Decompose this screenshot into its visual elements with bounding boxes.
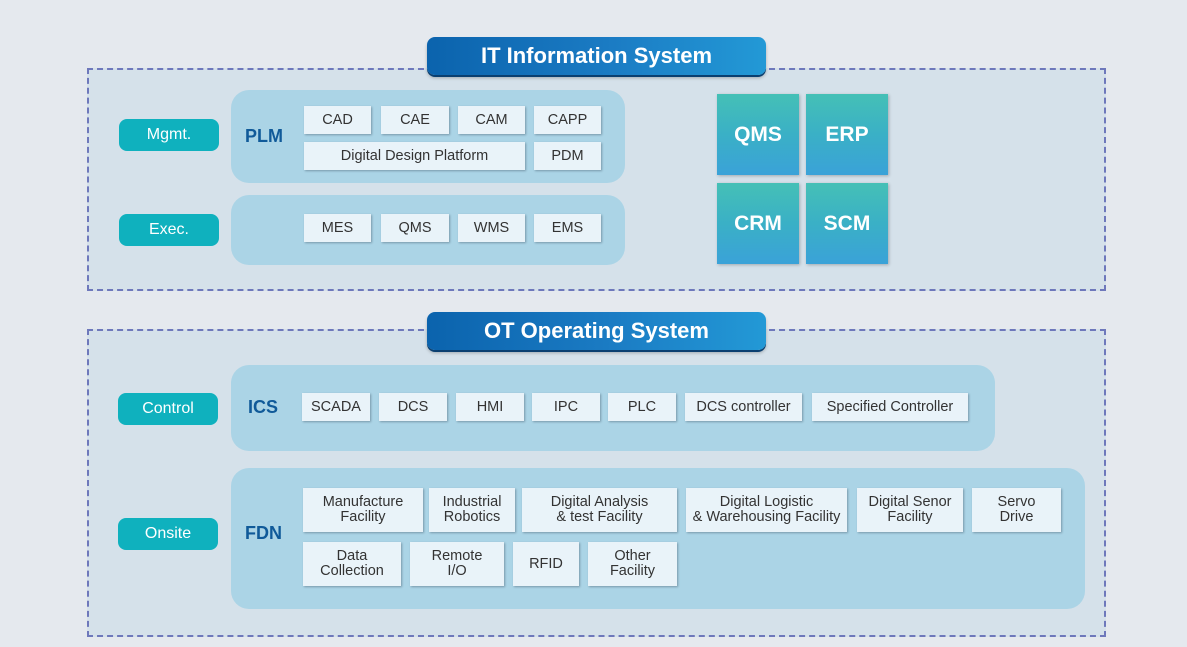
row-label-exec: Exec. [119, 214, 219, 246]
module-digital-analysis-test-facility: Digital Analysis & test Facility [522, 488, 677, 532]
module-manufacture-facility: Manufacture Facility [303, 488, 423, 532]
module-qms: QMS [381, 214, 449, 242]
module-mes: MES [304, 214, 371, 242]
module-cae: CAE [381, 106, 449, 134]
module-cam: CAM [458, 106, 525, 134]
module-data-collection: Data Collection [303, 542, 401, 586]
module-ems: EMS [534, 214, 601, 242]
row-label-onsite: Onsite [118, 518, 218, 550]
module-scada: SCADA [302, 393, 370, 421]
module-rfid: RFID [513, 542, 579, 586]
fdn-label: FDN [245, 523, 282, 543]
tile-qms: QMS [717, 94, 799, 175]
module-dcs: DCS [379, 393, 447, 421]
module-industrial-robotics: Industrial Robotics [429, 488, 515, 532]
row-label-control: Control [118, 393, 218, 425]
ics-label: ICS [248, 397, 279, 417]
module-digital-logistic-warehousing-facility: Digital Logistic & Warehousing Facility [686, 488, 847, 532]
module-digital-senor-facility: Digital Senor Facility [857, 488, 963, 532]
tile-erp: ERP [806, 94, 888, 175]
plm-label: PLM [245, 126, 283, 146]
module-hmi: HMI [456, 393, 524, 421]
module-ipc: IPC [532, 393, 600, 421]
ot-system-title: OT Operating System [427, 312, 766, 350]
module-wms: WMS [458, 214, 525, 242]
module-plc: PLC [608, 393, 676, 421]
module-digital-design-platform: Digital Design Platform [304, 142, 525, 170]
module-servo-drive: Servo Drive [972, 488, 1061, 532]
module-capp: CAPP [534, 106, 601, 134]
tile-crm: CRM [717, 183, 799, 264]
module-remote-io: Remote I/O [410, 542, 504, 586]
module-other-facility: Other Facility [588, 542, 677, 586]
module-cad: CAD [304, 106, 371, 134]
tile-scm: SCM [806, 183, 888, 264]
module-pdm: PDM [534, 142, 601, 170]
row-label-mgmt: Mgmt. [119, 119, 219, 151]
it-system-title: IT Information System [427, 37, 766, 75]
module-dcs-controller: DCS controller [685, 393, 802, 421]
module-specified-controller: Specified Controller [812, 393, 968, 421]
